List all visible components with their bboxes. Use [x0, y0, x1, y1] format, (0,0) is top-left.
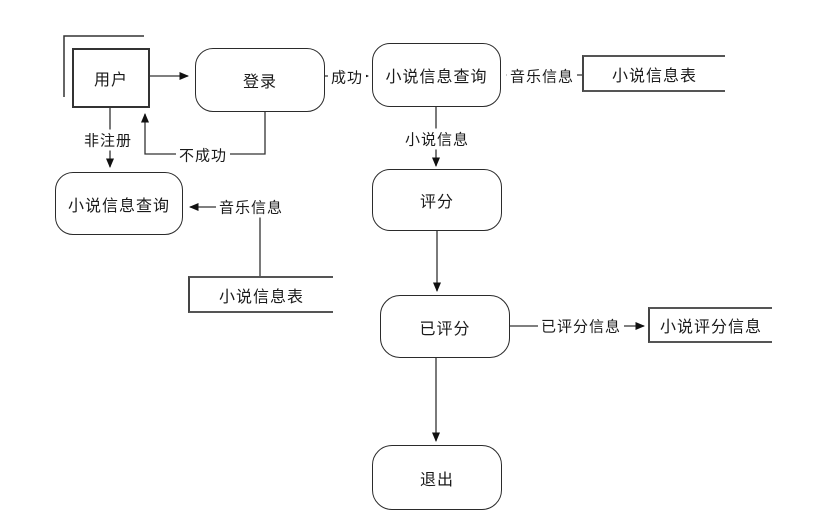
process-novel-info-query-left-label: 小说信息查询 [67, 197, 170, 215]
process-exit-label: 退出 [419, 471, 454, 489]
edge-label-novel-info: 小说信息 [401, 128, 473, 150]
datastore-novel-rating-info: 小说评分信息 [648, 307, 772, 343]
process-novel-info-query-top: 小说信息查询 [372, 43, 501, 107]
edge-label-fail: 不成功 [175, 144, 231, 166]
process-login: 登录 [195, 48, 325, 112]
datastore-novel-info-table-top-label: 小说信息表 [611, 67, 697, 85]
entity-user: 用户 [72, 48, 150, 108]
edge-label-success: 成功 [327, 66, 367, 88]
datastore-novel-info-table-left-label: 小说信息表 [218, 288, 304, 306]
edge-label-rated-info: 已评分信息 [537, 315, 625, 337]
datastore-novel-info-table-left: 小说信息表 [188, 276, 333, 313]
datastore-novel-info-table-top: 小说信息表 [582, 55, 725, 92]
process-rated: 已评分 [380, 295, 510, 358]
process-novel-info-query-left: 小说信息查询 [55, 172, 183, 235]
datastore-novel-rating-info-label: 小说评分信息 [659, 319, 762, 336]
process-rate: 评分 [372, 169, 502, 231]
edge-label-music-info-left: 音乐信息 [215, 196, 287, 218]
process-login-label: 登录 [242, 74, 277, 91]
process-exit: 退出 [372, 445, 502, 510]
process-novel-info-query-top-label: 小说信息查询 [385, 69, 488, 86]
process-rate-label: 评分 [419, 194, 454, 211]
edge-label-music-info-top: 音乐信息 [506, 65, 578, 87]
process-rated-label: 已评分 [419, 320, 471, 338]
edge-label-unregistered: 非注册 [80, 129, 136, 151]
entity-user-label: 用户 [93, 72, 128, 89]
